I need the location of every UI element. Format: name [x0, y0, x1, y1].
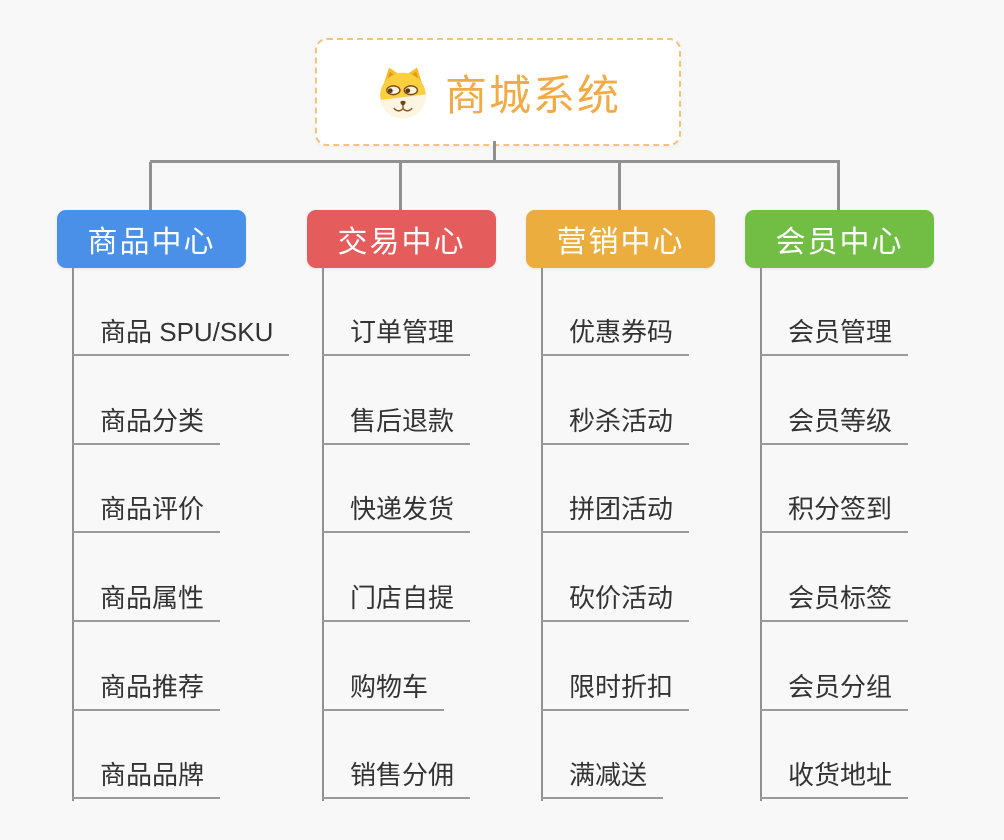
leaf-node[interactable]: 会员标签 [760, 582, 909, 622]
connector-drop [149, 162, 152, 210]
branch-node-product-center[interactable]: 商品中心 [57, 210, 246, 268]
leaf-node[interactable]: 商品品牌 [72, 759, 221, 799]
leaf-node[interactable]: 订单管理 [322, 316, 471, 356]
leaf-node[interactable]: 秒杀活动 [541, 405, 690, 445]
leaf-node[interactable]: 会员等级 [760, 405, 909, 445]
branch-line [541, 268, 543, 801]
leaf-node[interactable]: 砍价活动 [541, 582, 690, 622]
leaf-node[interactable]: 门店自提 [322, 582, 471, 622]
dog-face-icon [380, 67, 426, 119]
leaf-node[interactable]: 快递发货 [322, 493, 471, 533]
leaf-node[interactable]: 销售分佣 [322, 759, 471, 799]
leaf-node[interactable]: 商品推荐 [72, 671, 221, 711]
root-node[interactable]: 商城系统 [315, 38, 681, 146]
connector-drop [618, 162, 621, 210]
leaf-node[interactable]: 会员分组 [760, 671, 909, 711]
branch-node-marketing-center[interactable]: 营销中心 [526, 210, 715, 268]
leaf-node[interactable]: 会员管理 [760, 316, 909, 356]
leaf-node[interactable]: 积分签到 [760, 493, 909, 533]
leaf-node[interactable]: 商品 SPU/SKU [72, 316, 290, 356]
branch-node-member-center[interactable]: 会员中心 [745, 210, 934, 268]
leaf-node[interactable]: 商品评价 [72, 493, 221, 533]
connector-root-stem [493, 141, 496, 161]
leaf-node[interactable]: 商品分类 [72, 405, 221, 445]
connector-horizontal-bar [150, 160, 840, 163]
leaf-node[interactable]: 优惠券码 [541, 316, 690, 356]
branch-line [760, 268, 762, 801]
branch-line [72, 268, 74, 801]
leaf-node[interactable]: 商品属性 [72, 582, 221, 622]
root-title: 商城系统 [444, 71, 621, 119]
leaf-node[interactable]: 购物车 [322, 671, 445, 711]
leaf-node[interactable]: 拼团活动 [541, 493, 690, 533]
connector-drop [399, 162, 402, 210]
leaf-node[interactable]: 售后退款 [322, 405, 471, 445]
leaf-node[interactable]: 限时折扣 [541, 671, 690, 711]
branch-node-trade-center[interactable]: 交易中心 [307, 210, 496, 268]
branch-line [322, 268, 324, 801]
leaf-node[interactable]: 收货地址 [760, 759, 909, 799]
connector-drop [837, 162, 840, 210]
leaf-node[interactable]: 满减送 [541, 759, 664, 799]
